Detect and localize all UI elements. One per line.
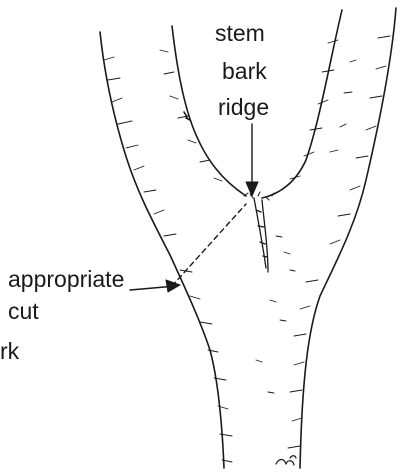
right-branch-inner-edge: [262, 10, 342, 198]
ridge-arrow-head: [246, 182, 258, 196]
trunk-hatching: [180, 236, 318, 462]
right-branch-outer-edge: [300, 8, 396, 468]
stem-bark-ridge: [254, 198, 268, 272]
label-bark: bark: [222, 58, 267, 85]
cut-arrow-head: [166, 280, 180, 292]
label-appropriate: appropriate: [8, 266, 124, 293]
label-rk: rk: [0, 338, 19, 365]
appropriate-cut-dashed-line: [172, 204, 246, 286]
label-stem: stem: [215, 20, 265, 47]
trunk-base-debris: [276, 456, 296, 465]
label-cut: cut: [8, 298, 39, 325]
label-ridge: ridge: [218, 94, 269, 121]
